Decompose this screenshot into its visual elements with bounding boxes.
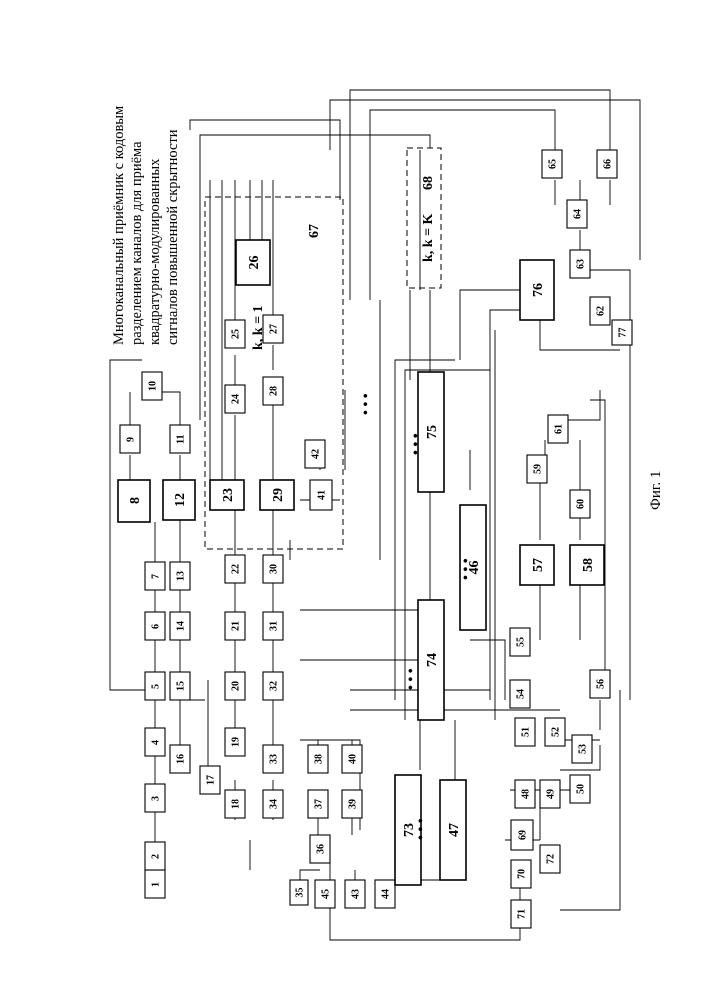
block-18-label: 18 bbox=[231, 799, 242, 809]
block-23-label: 23 bbox=[221, 488, 236, 502]
ellipsis-5: • • • bbox=[459, 558, 474, 580]
block-35-label: 35 bbox=[295, 888, 306, 898]
block-2-label: 2 bbox=[151, 854, 162, 859]
block-15-label: 15 bbox=[176, 681, 187, 691]
block-48-label: 48 bbox=[521, 789, 532, 799]
title-line-2: разделением каналов для приёма bbox=[129, 141, 145, 345]
block-16-label: 16 bbox=[176, 754, 187, 764]
ellipsis-3: • • • bbox=[409, 433, 424, 455]
ellipsis-2: • • • bbox=[404, 668, 419, 690]
block-1-label: 1 bbox=[151, 882, 162, 887]
block-4-label: 4 bbox=[151, 740, 162, 745]
group-68-label: 68 bbox=[421, 176, 436, 190]
block-41-label: 41 bbox=[317, 490, 328, 500]
title-line-1: Многоканальный приёмник с кодовым bbox=[111, 106, 127, 345]
block-36-label: 36 bbox=[316, 844, 327, 854]
block-8-label: 8 bbox=[128, 497, 143, 504]
block-39-label: 39 bbox=[348, 799, 359, 809]
block-13-label: 13 bbox=[176, 571, 187, 581]
blocks: 1234567891011121314151617181920212223242… bbox=[118, 150, 632, 928]
figure-caption: Фиг. 1 bbox=[648, 471, 664, 510]
block-62-label: 62 bbox=[596, 306, 607, 316]
block-10-label: 10 bbox=[148, 381, 159, 391]
block-50-label: 50 bbox=[576, 784, 587, 794]
block-38-label: 38 bbox=[314, 754, 325, 764]
block-76-label: 76 bbox=[531, 283, 546, 297]
block-14-label: 14 bbox=[176, 621, 187, 631]
block-22-label: 22 bbox=[231, 564, 242, 574]
block-34-label: 34 bbox=[269, 799, 280, 809]
title: Многоканальный приёмник с кодовым раздел… bbox=[111, 106, 181, 345]
block-9-label: 9 bbox=[126, 437, 137, 442]
group-kK-label: k, k = K bbox=[421, 213, 436, 262]
block-21-label: 21 bbox=[231, 621, 242, 631]
block-12-label: 12 bbox=[173, 493, 188, 507]
block-53-label: 53 bbox=[578, 744, 589, 754]
block-69-label: 69 bbox=[518, 830, 529, 840]
block-74-label: 74 bbox=[425, 653, 440, 667]
block-26-label: 26 bbox=[247, 256, 262, 270]
block-64-label: 64 bbox=[573, 209, 584, 219]
title-line-4: сигналов повышенной скрытности bbox=[165, 129, 181, 345]
block-57-label: 57 bbox=[531, 558, 546, 572]
block-5-label: 5 bbox=[151, 684, 162, 689]
block-66-label: 66 bbox=[603, 159, 614, 169]
block-33-label: 33 bbox=[269, 754, 280, 764]
block-75-label: 75 bbox=[425, 425, 440, 439]
block-30-label: 30 bbox=[269, 564, 280, 574]
ellipsis-4: • • • bbox=[414, 818, 429, 840]
block-32-label: 32 bbox=[269, 681, 280, 691]
block-24-label: 24 bbox=[231, 394, 242, 404]
block-54-label: 54 bbox=[516, 689, 527, 699]
block-29-label: 29 bbox=[271, 488, 286, 502]
group-67-label: 67 bbox=[307, 224, 322, 238]
block-58-label: 58 bbox=[581, 558, 596, 572]
block-55-label: 55 bbox=[516, 637, 527, 647]
block-77-label: 77 bbox=[618, 328, 629, 338]
block-19-label: 19 bbox=[231, 737, 242, 747]
block-40-label: 40 bbox=[348, 754, 359, 764]
block-11-label: 11 bbox=[176, 435, 187, 444]
block-20-label: 20 bbox=[231, 681, 242, 691]
block-31-label: 31 bbox=[269, 621, 280, 631]
block-72-label: 72 bbox=[546, 854, 557, 864]
block-42-label: 42 bbox=[311, 449, 322, 459]
block-70-label: 70 bbox=[517, 869, 528, 879]
block-37-label: 37 bbox=[314, 799, 325, 809]
block-59-label: 59 bbox=[533, 464, 544, 474]
block-25-label: 25 bbox=[231, 329, 242, 339]
block-17-label: 17 bbox=[206, 775, 217, 785]
title-line-3: квадратурно-модулированных bbox=[147, 158, 163, 345]
block-3-label: 3 bbox=[151, 796, 162, 801]
block-71-label: 71 bbox=[517, 909, 528, 919]
block-28-label: 28 bbox=[269, 386, 280, 396]
block-56-label: 56 bbox=[596, 679, 607, 689]
block-27-label: 27 bbox=[269, 324, 280, 334]
block-60-label: 60 bbox=[576, 499, 587, 509]
block-61-label: 61 bbox=[554, 424, 565, 434]
block-47-label: 47 bbox=[447, 823, 462, 837]
block-45-label: 45 bbox=[321, 889, 332, 899]
block-43-label: 43 bbox=[351, 889, 362, 899]
block-51-label: 51 bbox=[521, 727, 532, 737]
block-63-label: 63 bbox=[576, 259, 587, 269]
block-44-label: 44 bbox=[381, 889, 392, 899]
ellipsis-1: • • • bbox=[359, 393, 374, 415]
block-52-label: 52 bbox=[551, 727, 562, 737]
block-49-label: 49 bbox=[546, 789, 557, 799]
block-65-label: 65 bbox=[548, 159, 559, 169]
block-6-label: 6 bbox=[151, 624, 162, 629]
block-7-label: 7 bbox=[151, 574, 162, 579]
